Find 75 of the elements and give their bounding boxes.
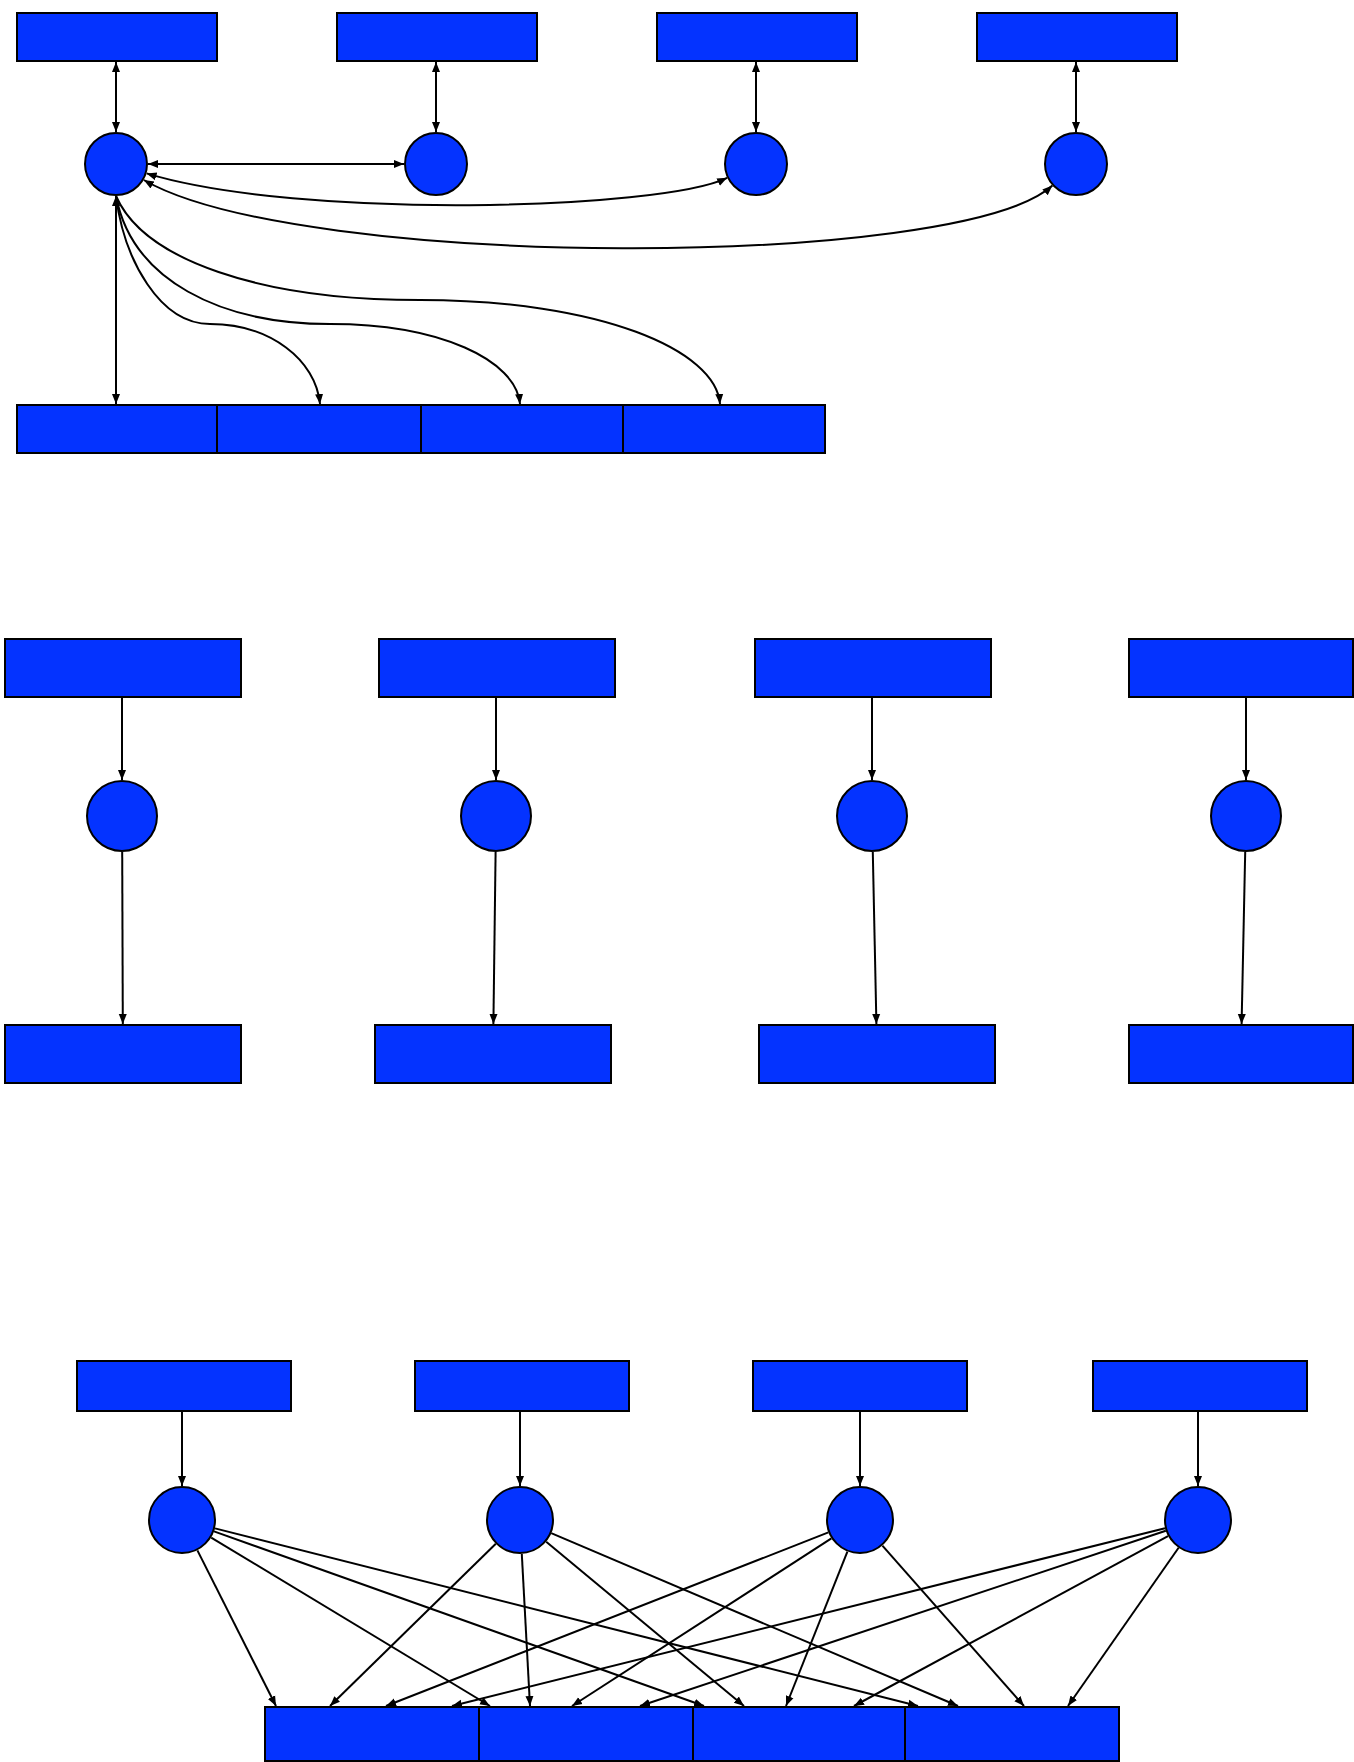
arrow: [571, 1537, 833, 1707]
arrow: [853, 1535, 1169, 1707]
rectangle-node: [1128, 638, 1354, 698]
arrow: [1242, 697, 1250, 781]
arrow: [142, 179, 1054, 250]
arrow: [178, 1411, 186, 1487]
arrow: [785, 1550, 849, 1707]
circle-node: [404, 132, 468, 196]
circle-node: [486, 1486, 554, 1554]
rectangle-node: [4, 1024, 242, 1084]
circle-node: [836, 780, 908, 852]
circle-node: [1044, 132, 1108, 196]
arrow: [214, 1527, 919, 1708]
arrow: [112, 195, 120, 405]
rectangle-node: [374, 1024, 612, 1084]
rectangle-node: [758, 1024, 996, 1084]
circle-node: [460, 780, 532, 852]
arrow: [856, 1411, 864, 1487]
arrow: [115, 195, 722, 405]
arrow: [881, 1544, 1025, 1707]
arrow: [1072, 61, 1080, 133]
rectangle-node: [378, 638, 616, 698]
rectangle-node: [414, 1360, 630, 1412]
rectangle-node: [976, 12, 1178, 62]
rectangle-node: [478, 1706, 694, 1762]
circle-node: [1164, 1486, 1232, 1554]
arrow: [451, 1527, 1166, 1708]
arrow: [115, 195, 522, 405]
rectangle-node: [1092, 1360, 1308, 1412]
rectangle-node: [1128, 1024, 1354, 1084]
arrow: [639, 1529, 1167, 1707]
arrow: [1067, 1546, 1180, 1707]
arrow: [385, 1531, 830, 1707]
arrow: [492, 697, 500, 781]
rectangle-node: [692, 1706, 906, 1762]
arrow: [868, 697, 876, 781]
rectangle-node: [656, 12, 858, 62]
circle-node: [148, 1486, 216, 1554]
rectangle-node: [16, 404, 218, 454]
arrow: [1237, 851, 1247, 1025]
circle-node: [724, 132, 788, 196]
arrow: [871, 851, 881, 1025]
arrow: [115, 195, 323, 405]
arrow: [520, 1553, 534, 1707]
rectangle-node: [16, 12, 218, 62]
arrow: [145, 171, 729, 207]
rectangle-node: [4, 638, 242, 698]
rectangle-node: [904, 1706, 1120, 1762]
arrow: [1194, 1411, 1202, 1487]
rectangle-node: [752, 1360, 968, 1412]
arrow: [550, 1532, 959, 1707]
rectangle-node: [622, 404, 826, 454]
circle-node: [84, 132, 148, 196]
arrow: [213, 1530, 705, 1707]
arrow: [112, 61, 120, 133]
arrow: [118, 697, 126, 781]
arrow: [752, 61, 760, 133]
arrow: [147, 160, 405, 168]
arrow: [432, 61, 440, 133]
rectangle-node: [336, 12, 538, 62]
arrow: [329, 1542, 497, 1707]
rectangle-node: [754, 638, 992, 698]
rectangle-node: [76, 1360, 292, 1412]
arrow: [210, 1536, 491, 1707]
arrow: [545, 1540, 745, 1707]
circle-node: [86, 780, 158, 852]
arrow: [489, 851, 498, 1025]
rectangle-node: [264, 1706, 480, 1762]
rectangle-node: [216, 404, 422, 454]
arrow: [196, 1549, 277, 1707]
circle-node: [1210, 780, 1282, 852]
rectangle-node: [420, 404, 624, 454]
circle-node: [826, 1486, 894, 1554]
arrow: [118, 851, 127, 1025]
arrow: [516, 1411, 524, 1487]
